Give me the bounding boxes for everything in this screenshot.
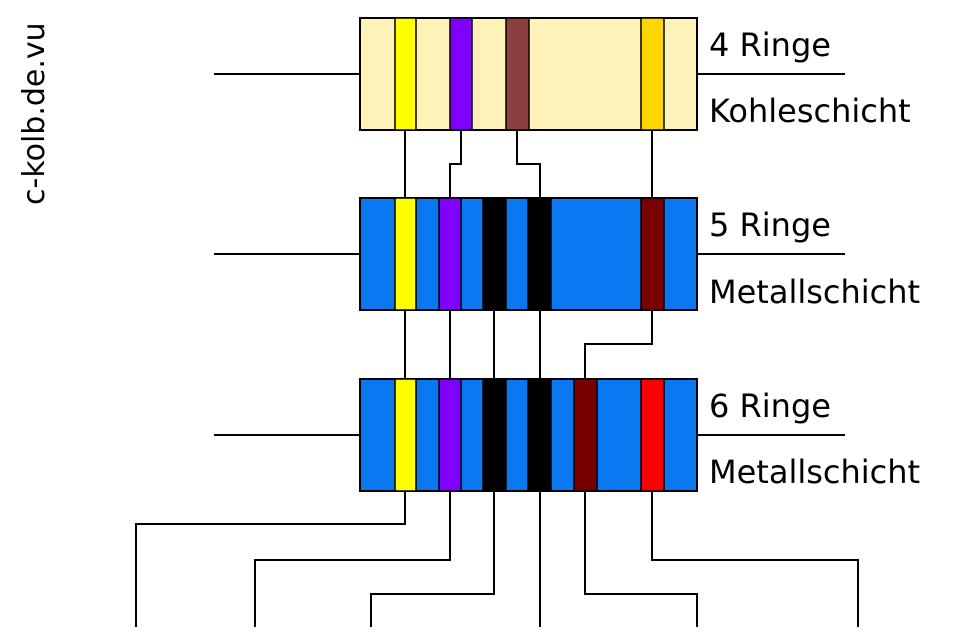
connector-line [584,491,698,627]
connector-line [135,491,406,627]
color-band [640,17,665,131]
color-band [482,378,507,492]
band-connectors-5-to-6 [404,310,653,379]
connector-line [254,491,451,627]
color-band [394,378,417,492]
watermark-text: c-kolb.de.vu [17,22,52,205]
connector-line [370,491,495,627]
layer-type-label: Metallschicht [709,273,920,311]
layer-type-label: Metallschicht [709,453,920,491]
connector-line [584,310,653,379]
color-band [449,17,473,131]
resistor-5-rings: 5 Ringe Metallschicht [214,197,920,311]
layer-type-label: Kohleschicht [709,92,911,130]
rings-label: 6 Ringe [709,387,831,425]
color-band [527,197,552,311]
connector-line [516,130,541,198]
band-connectors-4-to-5 [404,130,653,198]
color-band [438,197,462,311]
color-band [394,17,417,131]
color-band [573,378,598,492]
color-band [438,378,462,492]
color-band [640,197,665,311]
color-band [394,197,417,311]
color-band [527,378,552,492]
resistor-4-rings: 4 Ringe Kohleschicht [214,17,911,131]
resistor-6-rings: 6 Ringe Metallschicht [214,378,920,492]
rings-label: 4 Ringe [709,26,831,64]
band-connectors-bottom [135,491,859,627]
rings-label: 5 Ringe [709,206,831,244]
connector-line [449,130,462,198]
color-band [482,197,507,311]
connector-line [651,491,859,627]
color-band [505,17,530,131]
color-band [640,378,665,492]
